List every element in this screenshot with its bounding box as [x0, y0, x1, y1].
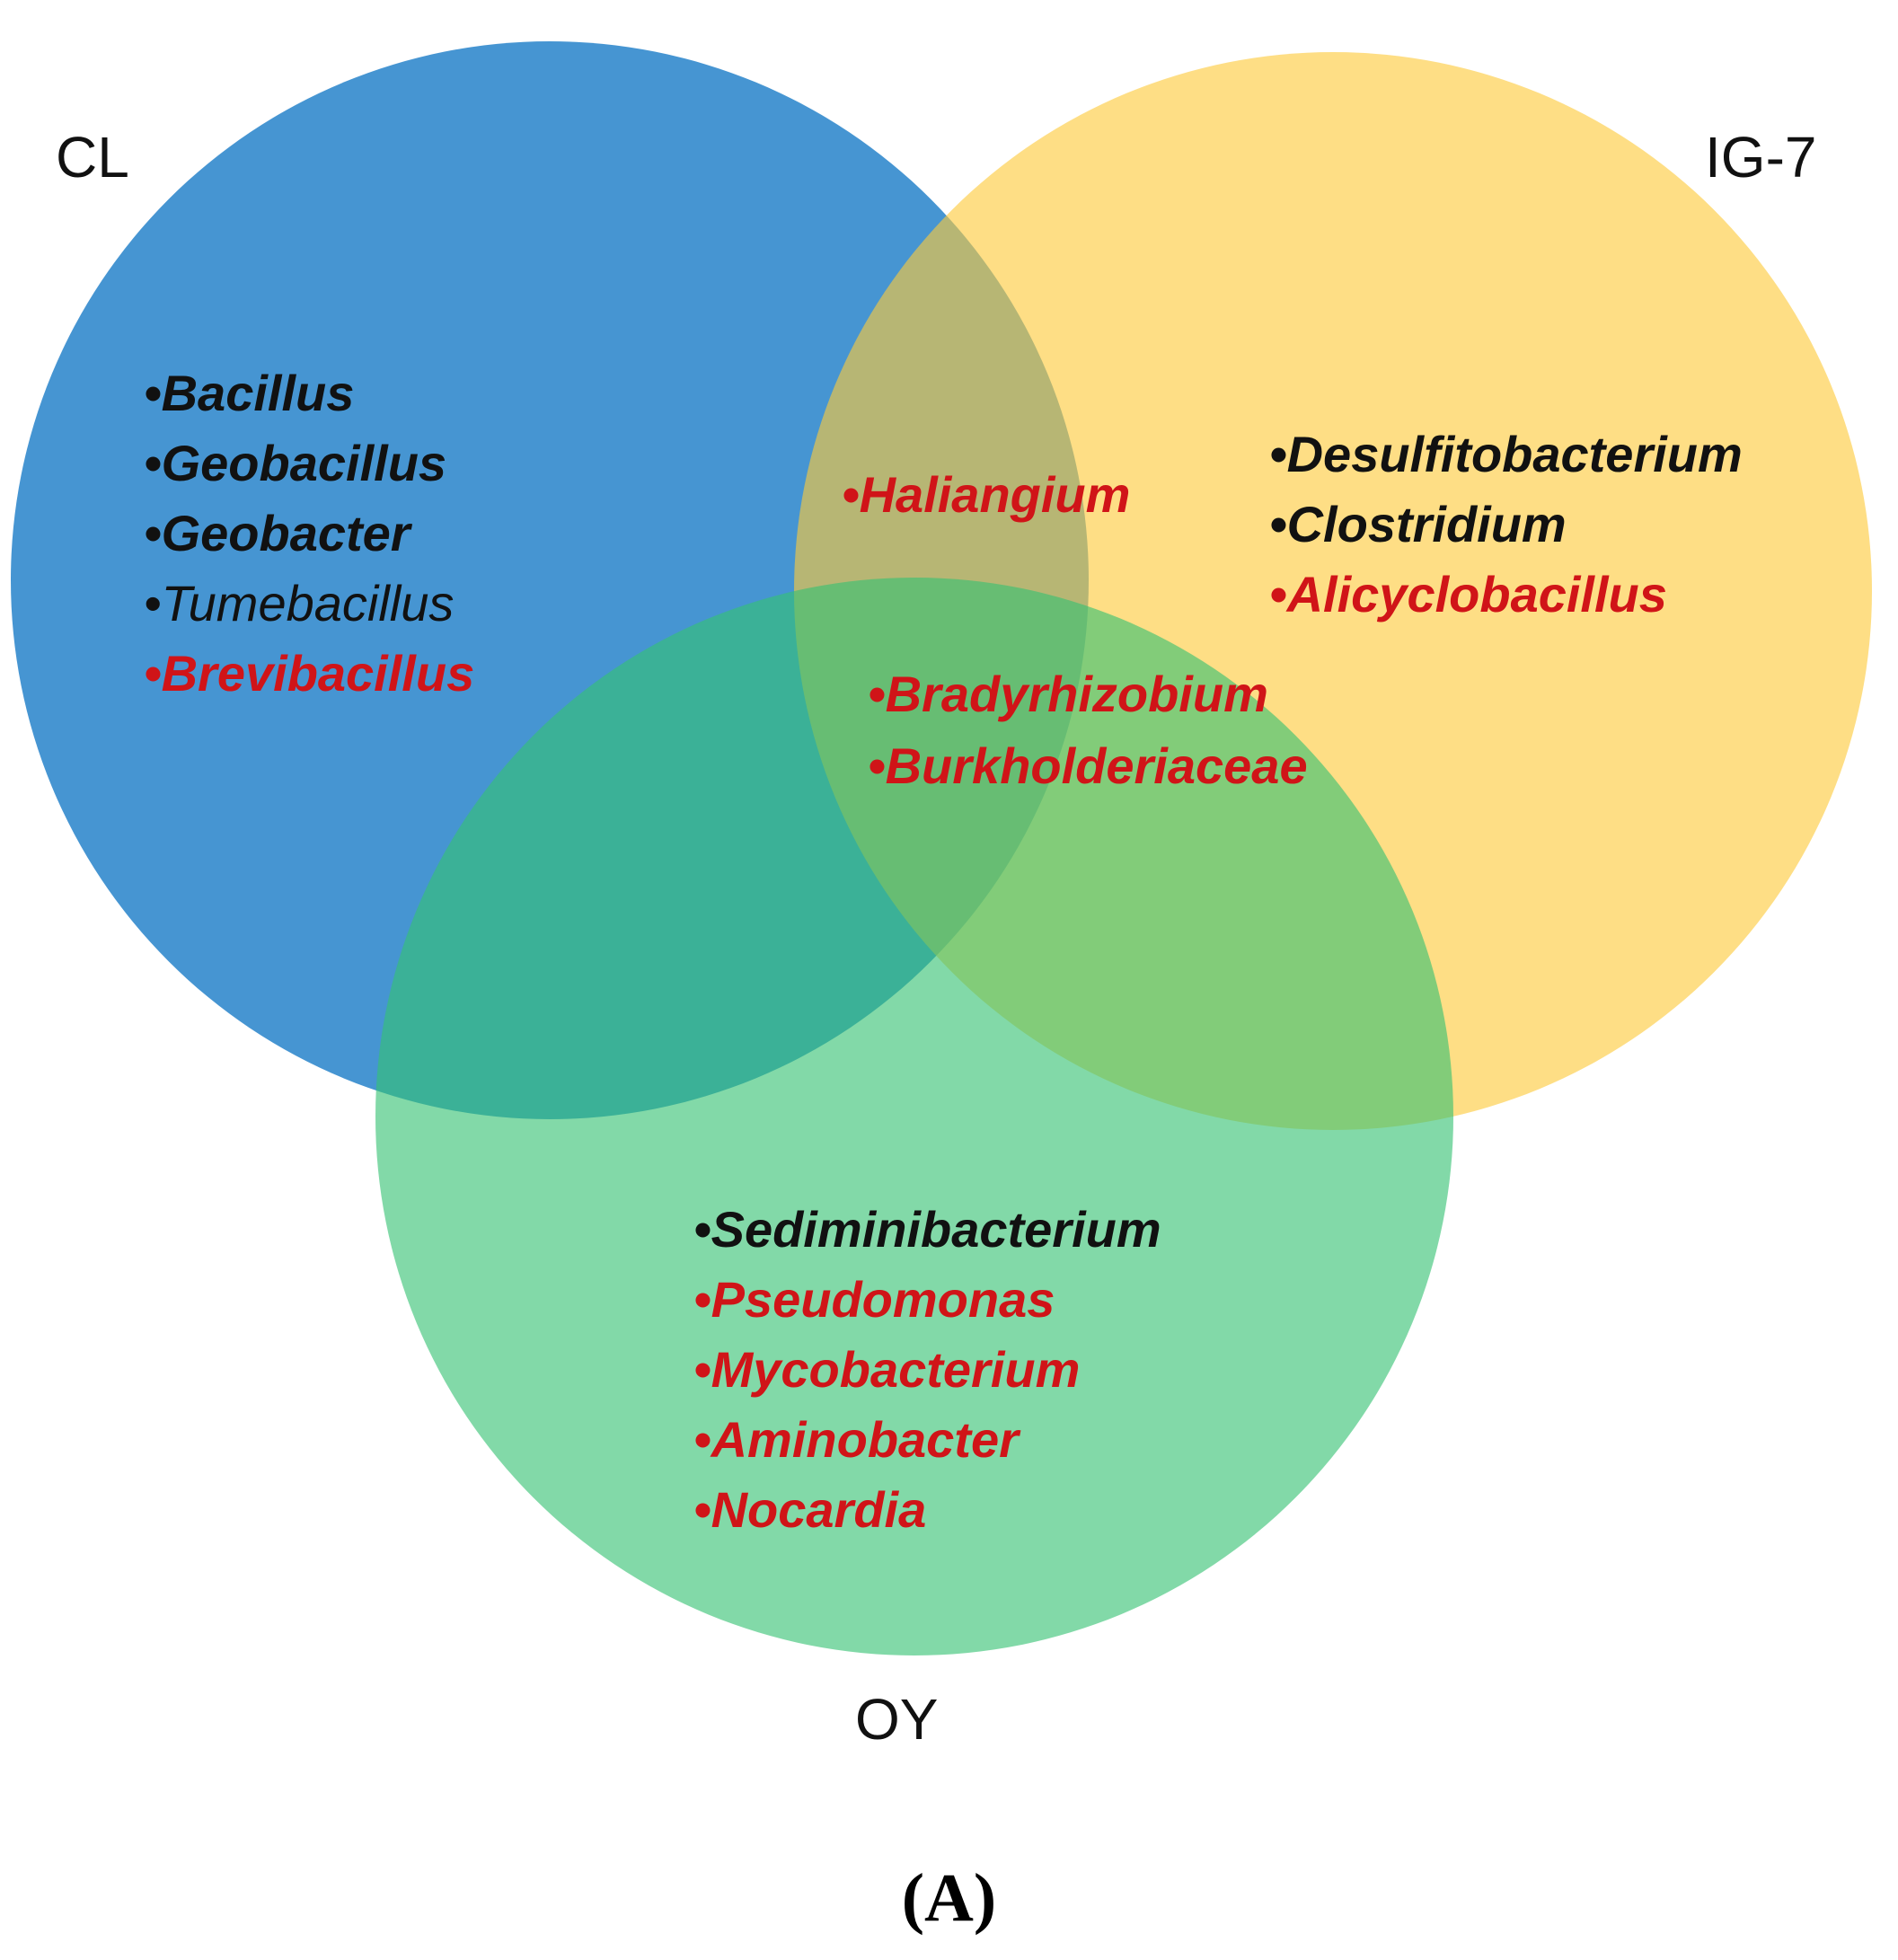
- oy-circle: [375, 578, 1453, 1655]
- genus-label: •Haliangium: [842, 466, 1130, 523]
- genus-label: •Bradyrhizobium: [868, 666, 1268, 722]
- ig7-only-genus-list: •Desulfitobacterium •Clostridium •Alicyclo…: [1269, 426, 1743, 622]
- genus-label: •Tumebacillus: [144, 575, 454, 631]
- oy-only-genus-list: •Sediminibacterium •Pseudomonas •Mycobacte…: [693, 1201, 1161, 1538]
- ig7-set-label: IG-7: [1705, 125, 1816, 190]
- genus-label: •Alicyclobacillus: [1269, 566, 1667, 622]
- shared-all-genus-list: •Bradyrhizobium •Burkholderiaceae: [868, 666, 1308, 794]
- genus-label: •Desulfitobacterium: [1269, 426, 1743, 482]
- genus-label: •Mycobacterium: [693, 1341, 1080, 1398]
- genus-label: •Burkholderiaceae: [868, 737, 1308, 794]
- cl-ig7-genus-list: •Haliangium: [842, 466, 1130, 523]
- genus-label: •Sediminibacterium: [693, 1201, 1161, 1258]
- genus-label: •Geobacillus: [144, 435, 446, 491]
- genus-label: •Aminobacter: [693, 1411, 1021, 1468]
- genus-label: •Pseudomonas: [693, 1271, 1055, 1328]
- genus-label: •Brevibacillus: [144, 645, 474, 702]
- cl-set-label: CL: [56, 125, 129, 190]
- genus-label: •Clostridium: [1269, 496, 1567, 552]
- panel-label: (A): [901, 1860, 997, 1936]
- genus-label: •Bacillus: [144, 365, 354, 421]
- cl-only-genus-list: •Bacillus •Geobacillus •Geobacter •Tumebaci…: [144, 365, 474, 702]
- genus-label: •Geobacter: [144, 505, 413, 561]
- oy-set-label: OY: [855, 1687, 938, 1752]
- genus-label: •Nocardia: [693, 1481, 926, 1538]
